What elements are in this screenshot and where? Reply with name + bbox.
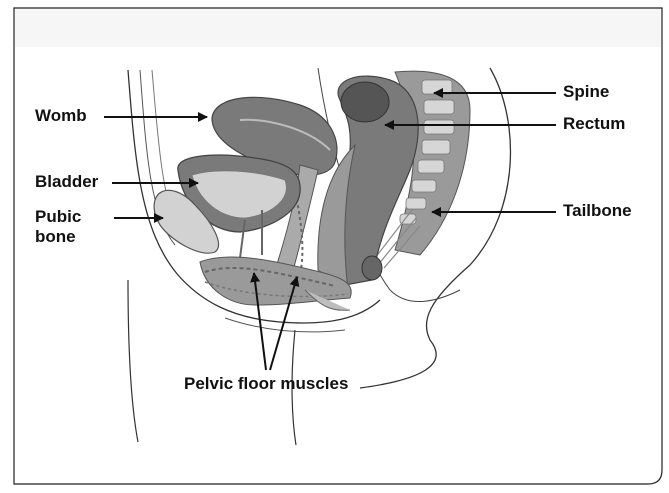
womb-label: Womb: [35, 106, 87, 126]
pubic-bone-label: Pubic bone: [35, 207, 81, 247]
anal-sphincter: [362, 256, 382, 280]
slide-header-band: [15, 9, 661, 47]
pelvic-floor-muscles-label: Pelvic floor muscles: [184, 374, 348, 394]
spine-label: Spine: [563, 82, 609, 102]
rectum-upper: [341, 82, 389, 122]
rectum-label: Rectum: [563, 114, 625, 134]
tailbone-label: Tailbone: [563, 201, 632, 221]
bladder-label: Bladder: [35, 172, 98, 192]
